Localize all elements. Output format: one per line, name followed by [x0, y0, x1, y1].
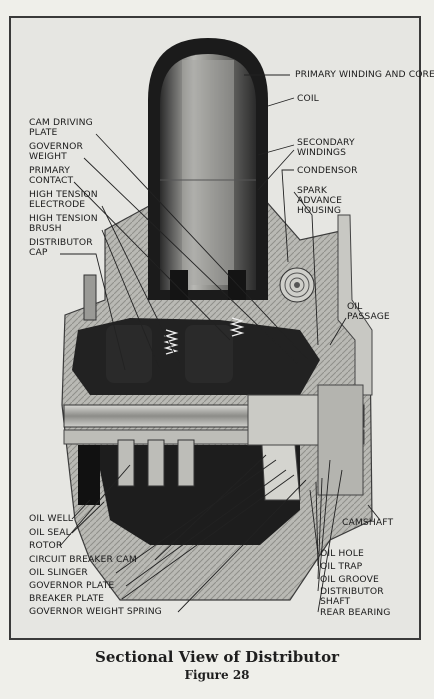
label-governor-weight-spring: GOVERNOR WEIGHT SPRING: [29, 606, 162, 617]
coil: [148, 38, 268, 300]
label-primary-contact: PRIMARY CONTACT: [29, 165, 74, 186]
label-oil-trap: OIL TRAP: [320, 561, 363, 572]
label-cam-driving-plate: CAM DRIVING PLATE: [29, 117, 93, 138]
label-distributor-cap: DISTRIBUTOR CAP: [29, 237, 93, 258]
label-oil-slinger: OIL SLINGER: [29, 567, 88, 578]
leader-lines: [59, 74, 381, 613]
label-oil-groove: OIL GROOVE: [320, 574, 379, 585]
label-camshaft: CAMSHAFT: [342, 517, 394, 528]
label-oil-well: OIL WELL: [29, 513, 73, 524]
label-condensor: CONDENSOR: [297, 165, 358, 176]
label-secondary-windings: SECONDARY WINDINGS: [297, 137, 355, 158]
label-high-tension-brush: HIGH TENSION BRUSH: [29, 213, 98, 234]
label-circuit-breaker-cam: CIRCUIT BREAKER CAM: [29, 554, 137, 565]
governor-assembly: [78, 439, 301, 505]
label-rotor: ROTOR: [29, 540, 63, 551]
figure-caption: Sectional View of Distributor: [94, 648, 340, 666]
label-rear-bearing: REAR BEARING: [320, 607, 391, 618]
label-spark-advance-housing: SPARK ADVANCE HOUSING: [297, 185, 342, 216]
label-oil-passage: OIL PASSAGE: [347, 301, 390, 322]
condenser: [279, 267, 315, 303]
label-breaker-plate: BREAKER PLATE: [29, 593, 105, 604]
label-primary-winding: PRIMARY WINDING AND CORE: [295, 69, 434, 80]
label-oil-hole: OIL HOLE: [320, 548, 364, 559]
label-governor-plate: GOVERNOR PLATE: [29, 580, 115, 591]
label-oil-seal: OIL SEAL: [29, 527, 71, 538]
label-coil: COIL: [297, 93, 319, 104]
figure-number: Figure 28: [184, 668, 250, 682]
distributor-shaft: [63, 384, 365, 496]
label-distributor-shaft: DISTRIBUTOR SHAFT: [320, 586, 384, 607]
label-governor-weight: GOVERNOR WEIGHT: [29, 141, 83, 162]
label-high-tension-electrode: HIGH TENSION ELECTRODE: [29, 189, 98, 210]
